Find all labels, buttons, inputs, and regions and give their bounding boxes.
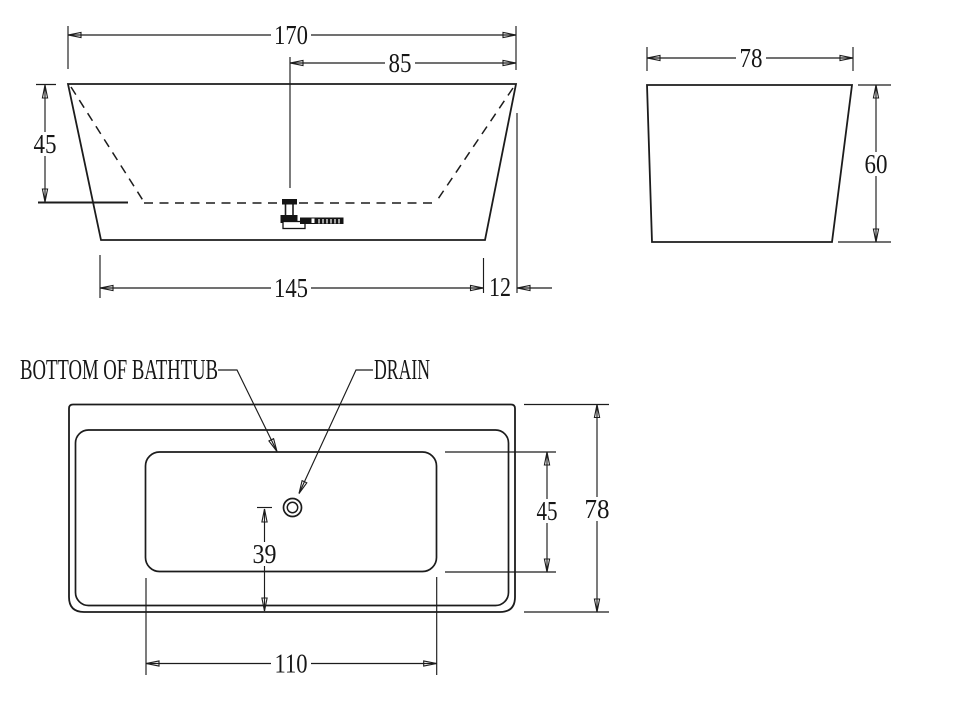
top-inner-rim [74, 429, 510, 607]
drain-inner-circle [286, 501, 299, 514]
front-interior-hidden-left [70, 86, 145, 203]
front-tub-outline [66, 83, 518, 241]
side-dim-78-label: 78 [740, 43, 763, 73]
top-drain [282, 497, 303, 518]
top-dim-78-label: 78 [585, 494, 610, 524]
bottom-of-bathtub-callout: BOTTOM OF BATHTUB [20, 354, 218, 386]
leader-drain [298, 369, 373, 494]
leader-bottom-of-bathtub [218, 369, 278, 452]
drain-outer-circle [282, 497, 303, 518]
top-dim-39-label: 39 [253, 539, 277, 569]
front-dim-45-label: 45 [34, 129, 57, 159]
front-drain-fitting [280, 199, 344, 230]
front-dim-12 [516, 113, 552, 293]
front-view [36, 26, 552, 298]
top-view [68, 369, 609, 675]
top-outer-rim [68, 403, 516, 613]
dimension-labels: 170 85 45 145 12 78 60 45 78 39 110 BOTT… [20, 20, 891, 679]
side-tub-outline [646, 84, 854, 243]
front-dim-145-label: 145 [274, 273, 308, 303]
top-dim-110-label: 110 [275, 649, 308, 679]
front-dim-85-label: 85 [389, 48, 412, 78]
front-dim-12-label: 12 [489, 272, 511, 302]
top-basin-bottom [144, 451, 438, 573]
side-dim-60-label: 60 [865, 149, 888, 179]
drain-callout: DRAIN [374, 354, 430, 386]
front-dim-170-label: 170 [274, 20, 308, 50]
side-view [646, 47, 891, 243]
front-interior-hidden-right [435, 87, 514, 203]
top-dim-45-label: 45 [537, 496, 558, 526]
top-dim-45 [445, 451, 556, 573]
